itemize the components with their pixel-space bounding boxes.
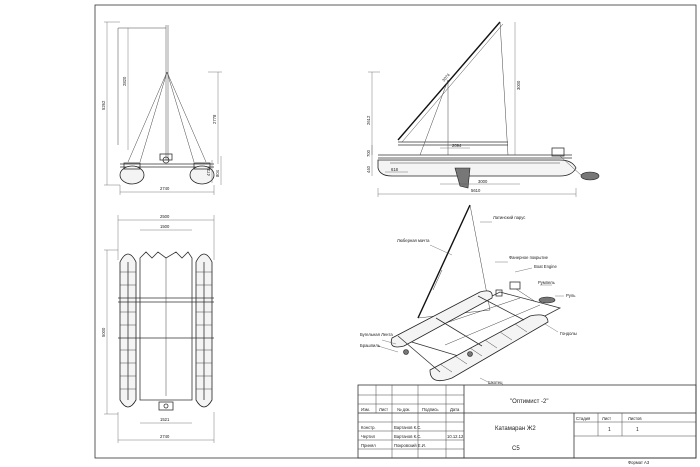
drawing-name: Катамаран Ж2 xyxy=(495,426,536,432)
front-view: 5262 2820 2778 473 804 2740 xyxy=(101,21,222,195)
callout-tiller: Румпель xyxy=(538,280,556,285)
dim-small-1: 473 xyxy=(206,168,211,176)
row2-role: Чертил xyxy=(361,434,376,439)
col-doc: № док. xyxy=(397,407,410,412)
dim-side-right: 3000 xyxy=(516,80,521,90)
sheets-num: 1 xyxy=(636,427,639,433)
dim-front-side: 2778 xyxy=(212,114,217,124)
stage-label: Стадия xyxy=(576,416,590,421)
row1-name: Вартанов К.С. xyxy=(394,425,421,430)
col-sign: Подпись xyxy=(422,407,439,412)
row3-role: Принял xyxy=(361,443,376,448)
sheet-num: 1 xyxy=(608,427,611,433)
dim-side-hull: 3000 xyxy=(478,179,488,184)
dim-sail-diag: 3074 xyxy=(441,72,451,83)
sheets-label: Листов xyxy=(628,416,642,421)
dim-plan-bottom-inner: 1521 xyxy=(160,417,170,422)
callout-latin-sail: Латинский парус xyxy=(493,215,525,220)
callout-floats: Гондолы xyxy=(560,331,577,336)
dim-small-2: 804 xyxy=(215,169,220,177)
col-list: Лист xyxy=(379,407,388,412)
col-izm: Изм. xyxy=(361,407,370,412)
callout-boom-mast: Люберная мачта xyxy=(397,238,430,243)
isometric-view xyxy=(377,204,564,383)
callout-sheet: Шкотец xyxy=(488,380,503,385)
callout-anchor: Брашпиль xyxy=(360,343,381,348)
dim-side-440: 440 xyxy=(366,165,371,173)
dim-front-width: 2740 xyxy=(160,186,170,191)
sheet-label: Лист xyxy=(602,416,611,421)
callout-bearing-strip: Бугельная Лента xyxy=(360,332,393,337)
callout-tiller2: Руль xyxy=(566,293,576,298)
dim-plan-length: 5000 xyxy=(101,327,106,337)
side-view: 2612 700 440 3074 3000 2094 618 3000 561… xyxy=(366,21,600,197)
dim-side-boom: 2094 xyxy=(452,143,462,148)
plan-view: 2500 1500 5000 1521 2740 xyxy=(101,214,215,443)
callout-fabric-cover: Фанерное покрытие xyxy=(509,255,549,260)
format-label: Формат А3 xyxy=(628,460,650,465)
title-block: "Оптимист -2" Катамаран Ж2 С5 Стадия Лис… xyxy=(357,384,697,459)
dim-plan-inner: 1500 xyxy=(160,224,170,229)
dim-side-left: 2612 xyxy=(366,115,371,125)
dim-side-700: 700 xyxy=(366,149,371,157)
dim-side-618: 618 xyxy=(391,167,399,172)
dim-front-total: 5262 xyxy=(101,100,106,110)
row2-date: 10.12.12 xyxy=(447,434,464,439)
row1-role: Констр. xyxy=(361,425,376,430)
project-title: "Оптимист -2" xyxy=(510,399,549,405)
row3-name: Покровский Е.И. xyxy=(394,443,426,448)
sheet-code: С5 xyxy=(512,446,520,452)
dim-plan-top: 2500 xyxy=(160,214,170,219)
dim-side-total: 5610 xyxy=(471,188,481,193)
row2-name: Вартанов К.С. xyxy=(394,434,421,439)
callout-boat-engine: Boat Engine xyxy=(534,264,557,269)
dim-plan-bottom: 2740 xyxy=(160,434,170,439)
dim-mast-height: 2820 xyxy=(122,76,127,86)
col-date: Дата xyxy=(450,407,460,412)
